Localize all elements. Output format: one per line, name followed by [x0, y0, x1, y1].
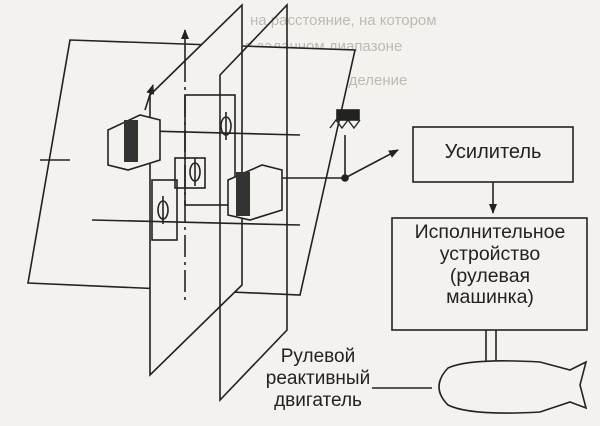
rocket-body [438, 360, 588, 414]
amplifier-block [412, 126, 574, 183]
actuator-block [391, 217, 588, 331]
vertical-plane-2 [219, 3, 288, 402]
vertical-plane-1 [149, 3, 243, 377]
amplifier-label: Усилитель [444, 141, 542, 163]
engine-label: Рулевой реактивный двигатель [265, 346, 371, 411]
actuator-label: Исполнительное устройство (рулевая машин… [414, 221, 566, 309]
background-text-line-1: на расстояние, на котором [250, 12, 437, 29]
